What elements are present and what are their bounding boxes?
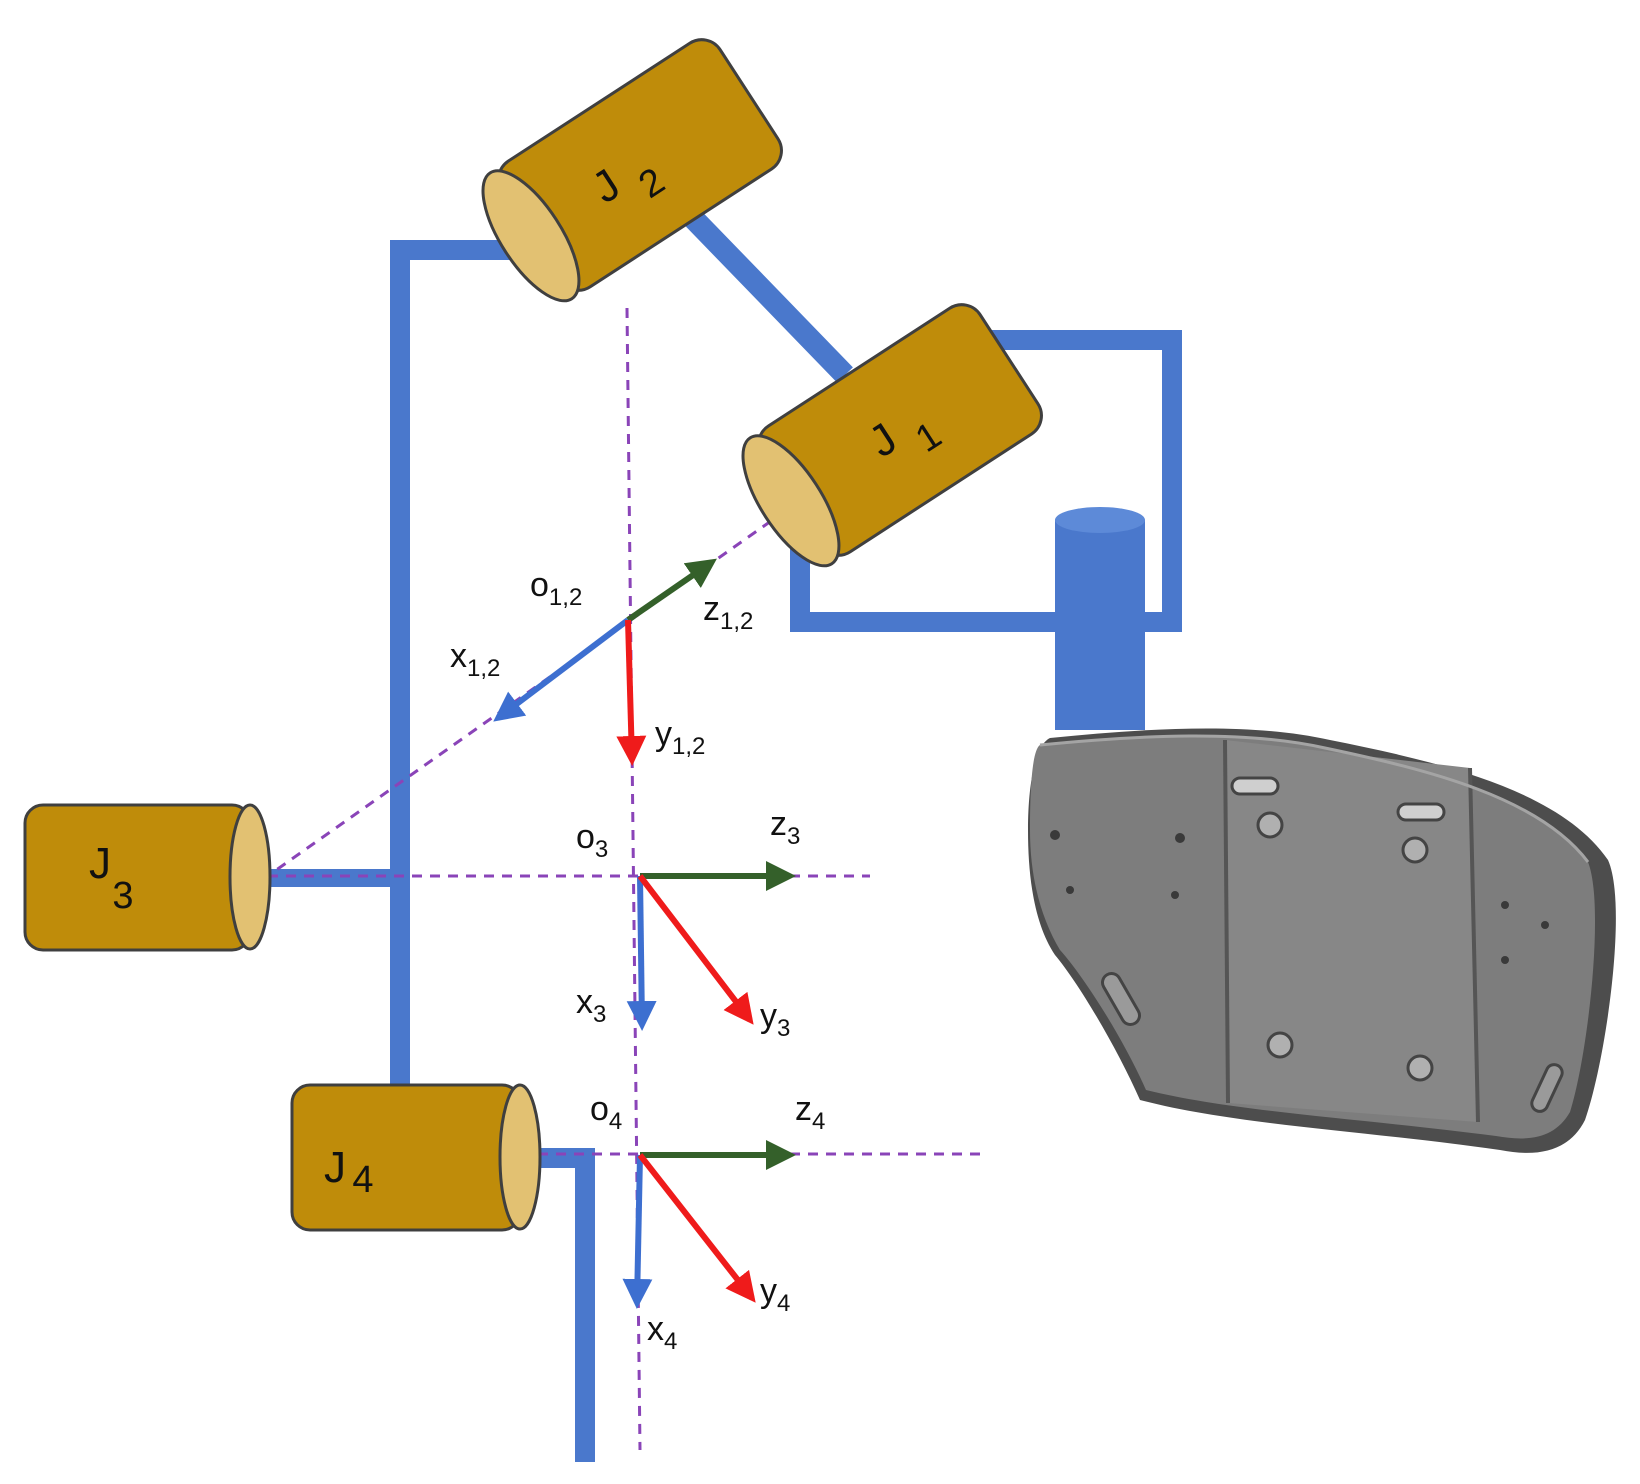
origin-3-label: o3 (576, 818, 608, 863)
joint-j2-actuator: J 2 (481, 38, 783, 303)
joint-j4-actuator: J 4 (290, 1083, 542, 1232)
frame-12-axes (493, 558, 717, 766)
plate-slot (1101, 972, 1141, 1026)
link-j1-bracket (790, 330, 1182, 632)
link-j4-to-shank (535, 1148, 595, 1462)
joint-j3-actuator: J 3 (23, 803, 272, 952)
leg-links (268, 207, 1182, 1462)
link-hip-to-j2 (390, 240, 545, 1085)
x3-label: x3 (576, 983, 606, 1028)
axis-x3-arrow (626, 875, 657, 1031)
axis-y4-arrow (637, 1153, 756, 1303)
joint-j4-label: J (324, 1143, 346, 1192)
z3-label: z3 (770, 805, 800, 850)
z4-label: z4 (795, 1090, 825, 1135)
plate-groove-left (1223, 739, 1230, 1104)
frame-3-axes (626, 861, 796, 1031)
joint-j3-sub: 3 (112, 875, 133, 917)
axis-x4-arrow (622, 1154, 653, 1309)
origin-12-label: o1,2 (530, 566, 582, 611)
axis-x12-arrow (493, 617, 630, 722)
frame-4-axes (622, 1140, 796, 1309)
plate-slot (1530, 1063, 1564, 1113)
plate-hole (1541, 921, 1549, 929)
axis-z12-arrow (626, 558, 717, 623)
plate-center-panel (1225, 740, 1478, 1122)
z12-label: z1,2 (703, 590, 753, 635)
plate-hole (1050, 830, 1060, 840)
plate-slot (1230, 776, 1280, 796)
joint-j4-sub: 4 (352, 1159, 373, 1201)
plate-hole (1171, 891, 1179, 899)
x4-label: x4 (647, 1310, 677, 1355)
y3-label: y3 (760, 997, 790, 1042)
plate-hole (1175, 833, 1185, 843)
plate-hole (1501, 901, 1509, 909)
frame-labels: o1,2 z1,2 x1,2 y1,2 o3 z3 x3 y3 o4 z4 x4… (450, 566, 825, 1355)
plate-hole (1401, 836, 1429, 864)
plate-hole (1256, 811, 1284, 839)
plate-groove-right (1468, 767, 1480, 1123)
plate-hole (1266, 1031, 1294, 1059)
plate-hole (1501, 956, 1509, 964)
plate-top-edge (1039, 734, 1590, 863)
y4-label: y4 (760, 1272, 790, 1317)
plate-hole (1406, 1054, 1434, 1082)
plate-slot (1396, 802, 1446, 822)
axis-y3-arrow (637, 874, 754, 1025)
joint-j1-actuator: J 1 (741, 303, 1043, 568)
link-j2-to-j1 (682, 207, 853, 383)
joint-j3-label: J (89, 839, 111, 888)
y12-label: y1,2 (655, 715, 705, 760)
origin-4-label: o4 (590, 1090, 622, 1135)
axis-y12-arrow (616, 619, 647, 766)
foot-plate-icon (1028, 728, 1616, 1153)
ankle-pillar (1055, 507, 1145, 730)
plate-hole (1066, 886, 1074, 894)
x12-label: x1,2 (450, 637, 500, 682)
